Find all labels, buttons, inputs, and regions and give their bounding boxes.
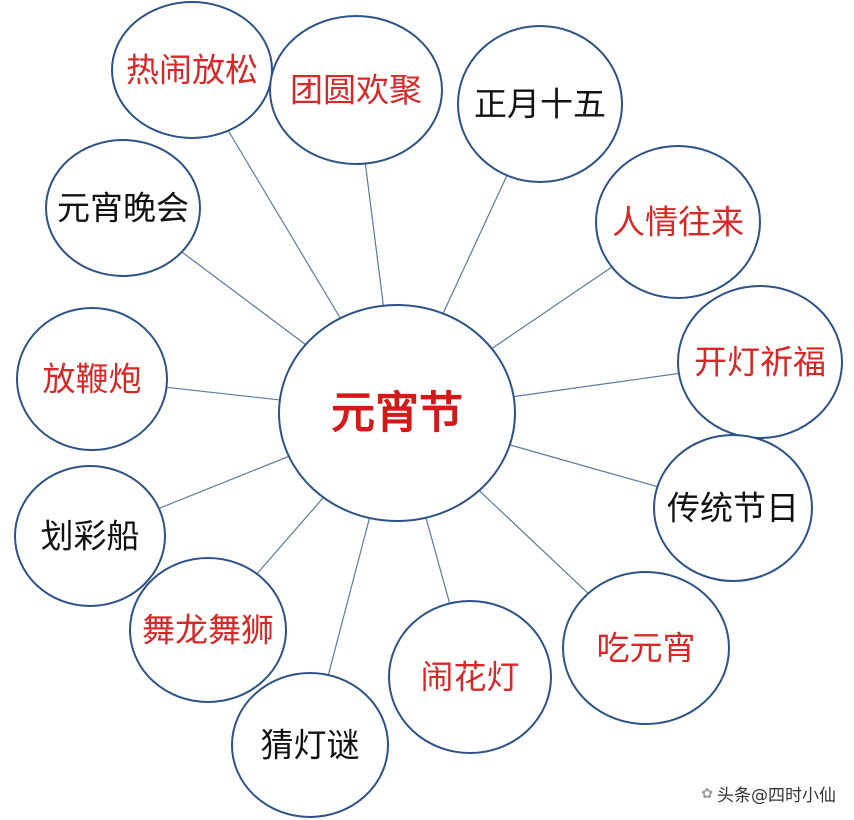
node-circle [111,1,273,139]
node-label: 热闹放松 [126,51,258,90]
node-circle [16,307,168,451]
connector-n5 [513,372,680,398]
node-label: 团圆欢聚 [290,71,422,110]
connector-n7 [478,490,589,594]
node-label: 舞龙舞狮 [142,611,274,650]
node-label: 开灯祈福 [694,343,826,382]
connector-n1 [227,130,341,319]
node-n5: 开灯祈福 [677,285,843,439]
node-n3: 正月十五 [457,25,623,183]
wechat-icon: ✿ [701,785,713,802]
node-n11: 划彩船 [14,465,166,607]
node-circle [388,600,552,754]
watermark: ✿ 头条@四时小仙 [701,781,836,807]
node-n8: 闹花灯 [388,600,552,754]
watermark-text: 头条@四时小仙 [717,786,836,806]
node-n2: 团圆欢聚 [269,15,443,165]
node-label: 人情往来 [612,203,744,242]
connector-n2 [364,163,384,306]
node-circle [231,672,389,818]
node-label: 猜灯谜 [261,726,360,765]
node-circle [269,15,443,165]
node-n6: 传统节日 [653,434,813,582]
connector-n3 [442,175,508,314]
node-label: 正月十五 [474,85,606,124]
node-circle [45,139,201,277]
node-n9: 猜灯谜 [231,672,389,818]
node-n13: 元宵晚会 [45,139,201,277]
node-label: 闹花灯 [421,658,520,697]
node-n4: 人情往来 [595,145,761,299]
node-circle [562,571,730,725]
node-label: 放鞭炮 [43,360,142,399]
center-node: 元宵节 [278,304,516,522]
center-circle [278,304,516,522]
connector-n9 [327,517,371,676]
connector-n8 [425,517,451,604]
connector-n6 [509,444,658,488]
center-label: 元宵节 [331,388,463,439]
node-label: 元宵晚会 [57,189,189,228]
node-label: 划彩船 [41,517,140,556]
node-circle [14,465,166,607]
connector-n10 [256,497,324,575]
node-label: 吃元宵 [597,629,696,668]
connector-lines [158,130,680,676]
connector-n11 [158,455,290,509]
node-circle [129,557,287,703]
connector-n4 [491,266,613,350]
node-label: 传统节日 [667,489,799,528]
node-circle [653,434,813,582]
node-n10: 舞龙舞狮 [129,557,287,703]
node-n7: 吃元宵 [562,571,730,725]
connector-n12 [166,386,280,401]
node-n12: 放鞭炮 [16,307,168,451]
node-n1: 热闹放松 [111,1,273,139]
node-circle [677,285,843,439]
node-circle [457,25,623,183]
node-circle [595,145,761,299]
connector-n13 [181,251,306,346]
